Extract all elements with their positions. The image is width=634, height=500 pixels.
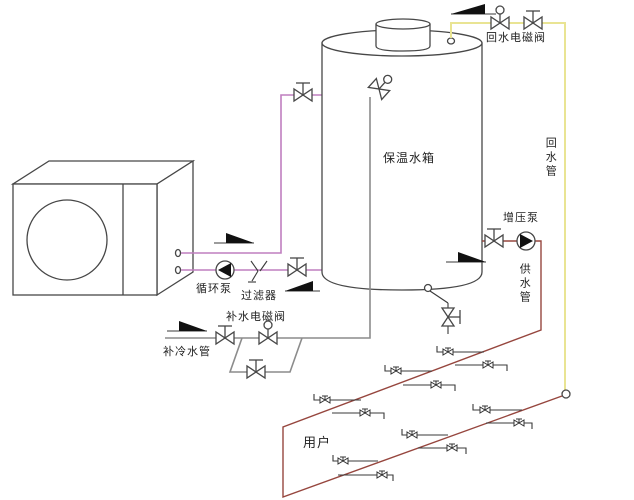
label-makeup-cold-water-pipe: 补冷水管 <box>163 345 211 358</box>
tank-outlet-valve-bottom <box>287 257 307 277</box>
user-branch-valve <box>359 408 371 417</box>
flow-arrow-hp-out-right <box>214 233 254 244</box>
user-branches <box>313 346 533 481</box>
heat-pump-unit <box>10 159 196 297</box>
return-junction-port <box>561 389 571 399</box>
user-branch <box>332 412 385 419</box>
tank-return-port <box>446 37 456 45</box>
return-solenoid-valve <box>490 5 510 30</box>
user-branch <box>401 429 448 436</box>
label-return-solenoid-valve: 回水电磁阀 <box>486 31 546 44</box>
heat-pump-loop-pipes <box>181 94 322 271</box>
circulation-pump <box>215 260 235 280</box>
label-makeup-solenoid-valve: 补水电磁阀 <box>226 310 286 323</box>
flow-arrow-hp-in-left <box>285 281 320 292</box>
user-branch-valve <box>479 405 491 414</box>
label-users: 用户 <box>303 436 332 451</box>
booster-pump <box>516 231 536 251</box>
label-supply-pipe: 供水管 <box>518 263 532 305</box>
flow-arrows <box>167 4 496 332</box>
label-return-pipe: 回水管 <box>544 137 558 179</box>
user-branch-valve <box>319 395 331 404</box>
label-tank: 保温水箱 <box>383 151 436 165</box>
user-branch-valve <box>337 456 349 465</box>
user-branch-valve <box>430 380 442 389</box>
fan-circle <box>26 199 108 281</box>
user-branch <box>436 346 484 353</box>
makeup-bypass-valve <box>246 359 266 379</box>
user-branch-valve <box>482 360 494 369</box>
label-booster-pump: 增压泵 <box>503 211 539 224</box>
user-branch-valve <box>446 443 458 452</box>
port-outlet <box>174 248 182 258</box>
port-inlet <box>174 265 182 275</box>
tank-vent-cap <box>375 24 431 52</box>
drain-valve <box>441 307 461 327</box>
user-branch-valve <box>376 470 388 479</box>
tank-drain <box>423 283 461 334</box>
user-branch <box>403 384 456 391</box>
flow-arrow-return-left <box>451 4 496 15</box>
tank-inlet-valve-top <box>293 82 313 102</box>
user-branch <box>486 422 533 429</box>
user-branch <box>455 364 508 371</box>
makeup-gate-valve <box>215 325 235 345</box>
user-branch <box>472 404 522 411</box>
user-branch <box>332 455 378 462</box>
makeup-solenoid-valve <box>258 320 278 345</box>
user-branch-valve <box>513 418 525 427</box>
return-gate-valve <box>523 10 543 30</box>
user-branch-valve <box>406 430 418 439</box>
supply-valve <box>484 228 504 248</box>
filter-symbol <box>248 260 268 283</box>
label-circulation-pump: 循环泵 <box>196 282 232 295</box>
label-filter: 过滤器 <box>241 289 277 302</box>
user-branch <box>338 474 394 481</box>
user-branch <box>313 394 361 401</box>
user-branch <box>418 447 467 454</box>
insulated-water-tank <box>321 18 483 291</box>
user-branch-valve <box>442 347 454 356</box>
user-branch-valve <box>390 366 402 375</box>
user-branch <box>384 365 432 372</box>
flow-arrow-supply-right <box>446 252 486 263</box>
flow-arrow-makeup-right <box>167 321 207 332</box>
tank-drain-port <box>423 283 433 293</box>
